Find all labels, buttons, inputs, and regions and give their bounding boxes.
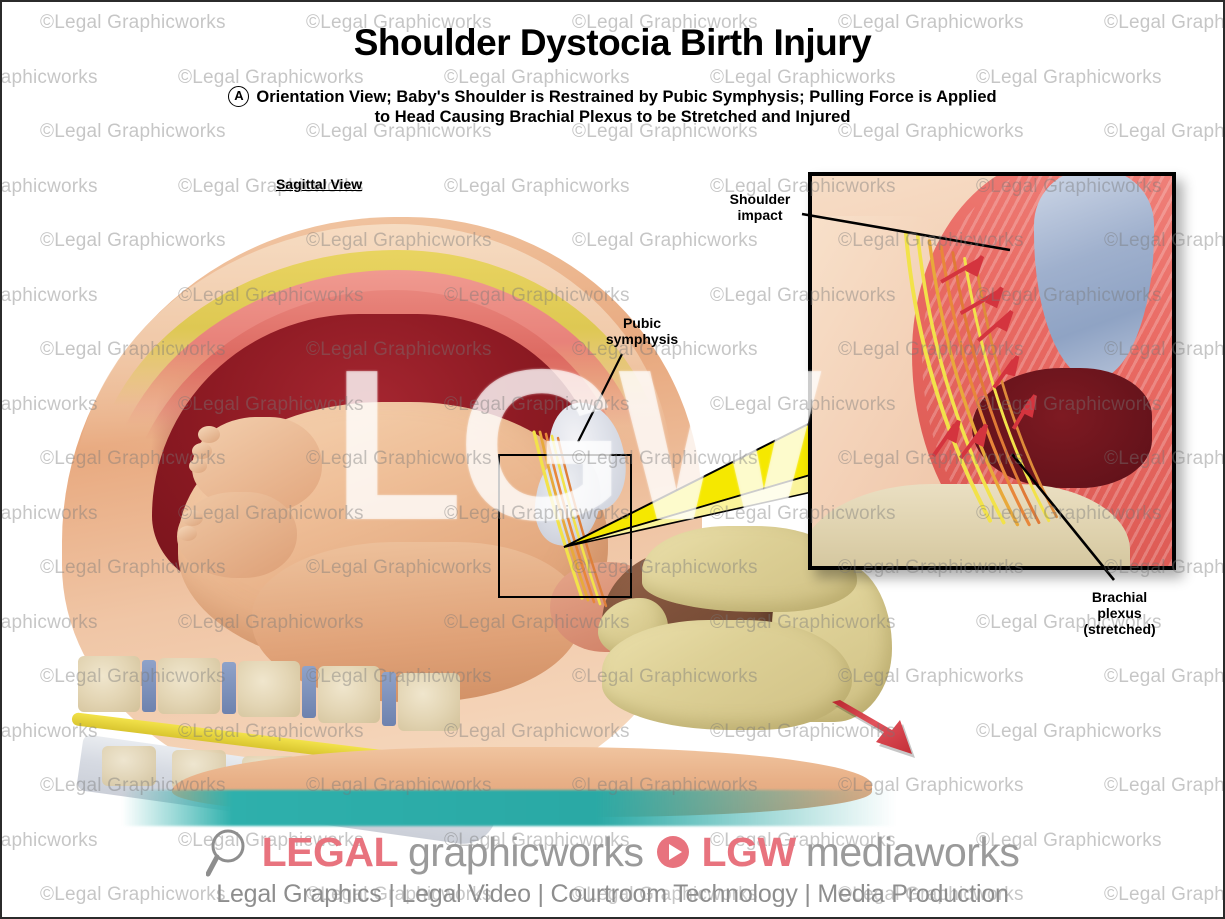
caption-line-2: to Head Causing Brachial Plexus to be St… bbox=[374, 108, 851, 126]
vertebral-body bbox=[238, 661, 300, 717]
logo-mediaworks-word: mediaworks bbox=[805, 829, 1020, 875]
magnifier-icon bbox=[205, 829, 245, 877]
label-sagittal-view: Sagittal View bbox=[276, 176, 363, 192]
label-shoulder-impact: Shoulder impact bbox=[712, 191, 808, 223]
label-brachial-line2: plexus bbox=[1097, 605, 1142, 621]
logo-row: LEGAL graphicworks LGW mediaworks bbox=[2, 826, 1223, 878]
fetus-toe bbox=[189, 459, 207, 473]
fetus-toe bbox=[178, 526, 197, 541]
fetus-toe bbox=[182, 510, 203, 526]
label-shoulder-line2: impact bbox=[737, 207, 783, 223]
fetus-leg-lower bbox=[177, 492, 297, 578]
intervertebral-disc bbox=[302, 666, 316, 718]
panel-marker-a: A bbox=[228, 86, 250, 107]
intervertebral-disc bbox=[222, 662, 236, 714]
vertebral-body bbox=[398, 673, 460, 731]
caption-line-1: A Orientation View; Baby's Shoulder is Re… bbox=[2, 86, 1223, 107]
label-brachial-plexus: Brachial plexus (stretched) bbox=[1067, 589, 1172, 637]
play-icon bbox=[656, 836, 689, 868]
magnified-inset-panel bbox=[808, 172, 1176, 570]
fetus-toe bbox=[198, 426, 220, 443]
intervertebral-disc bbox=[142, 660, 156, 712]
gloved-hand-lower bbox=[602, 620, 852, 730]
fetus-toe bbox=[192, 443, 212, 459]
magnification-cone bbox=[563, 402, 849, 548]
label-pubic-symphysis: Pubic symphysis bbox=[582, 315, 702, 347]
vertebral-body bbox=[158, 658, 220, 714]
delivery-bed-surface bbox=[122, 790, 912, 826]
detail-region-box bbox=[498, 454, 632, 598]
logo-legal-word: LEGAL bbox=[261, 829, 399, 875]
label-shoulder-line1: Shoulder bbox=[729, 191, 791, 207]
vertebral-body bbox=[78, 656, 140, 712]
inset-nerve-bundle bbox=[903, 231, 1058, 527]
brachial-plexus-main bbox=[532, 430, 608, 608]
label-brachial-line1: Brachial bbox=[1091, 589, 1148, 605]
logo-graphicworks-word: graphicworks bbox=[408, 829, 644, 875]
label-pubic-line2: symphysis bbox=[605, 331, 679, 347]
sacral-segment bbox=[102, 746, 156, 786]
footer-branding: LEGAL graphicworks LGW mediaworks Legal … bbox=[2, 826, 1223, 909]
page-title: Shoulder Dystocia Birth Injury bbox=[353, 22, 872, 63]
intervertebral-disc bbox=[382, 672, 396, 726]
logo-lgw-word: LGW bbox=[701, 829, 797, 875]
caption-text-1: Orientation View; Baby's Shoulder is Res… bbox=[256, 88, 997, 106]
label-brachial-line3: (stretched) bbox=[1083, 621, 1156, 637]
footer-tagline: Legal Graphics | Legal Video | Courtroom… bbox=[216, 880, 1009, 908]
traction-force-arrow bbox=[832, 700, 915, 758]
panel-caption: A Orientation View; Baby's Shoulder is Re… bbox=[2, 86, 1223, 127]
label-pubic-line1: Pubic bbox=[622, 315, 662, 331]
vertebral-body bbox=[318, 666, 380, 723]
